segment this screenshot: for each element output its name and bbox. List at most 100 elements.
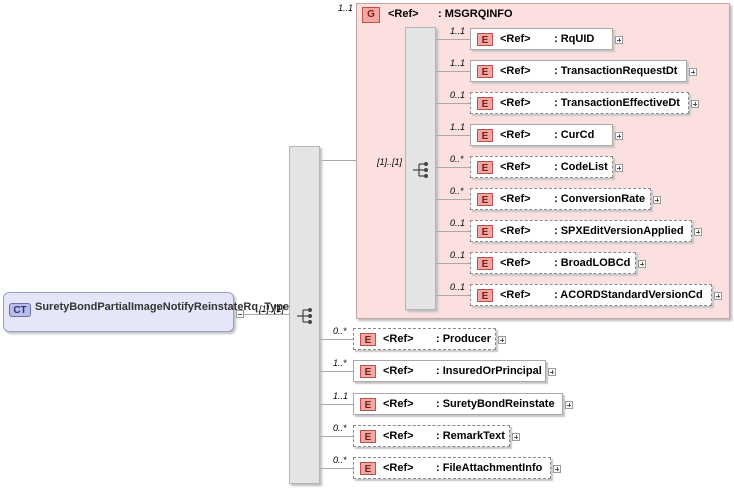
group-name: : MSGRQINFO (438, 8, 513, 20)
connector-line (436, 39, 470, 40)
element-ref-label: <Ref> (500, 129, 531, 141)
expand-icon[interactable] (691, 100, 699, 108)
expand-icon[interactable] (714, 292, 722, 300)
expand-icon[interactable] (548, 368, 556, 376)
element-box[interactable]: E <Ref> : ACORDStandardVersionCd (470, 284, 712, 306)
element-name: : CodeList (554, 161, 608, 173)
element-ref-label: <Ref> (383, 462, 414, 474)
connector-line (436, 295, 470, 296)
element-ref-label: <Ref> (500, 65, 531, 77)
expand-icon[interactable] (615, 132, 623, 140)
element-name: : TransactionEffectiveDt (554, 97, 680, 109)
element-badge: E (477, 289, 493, 302)
group-badge: G (362, 7, 380, 23)
connector-line (436, 167, 470, 168)
collapse-icon[interactable] (236, 310, 244, 318)
connector-line (436, 231, 470, 232)
expand-icon[interactable] (615, 36, 623, 44)
sequence-icon (413, 162, 428, 178)
expand-icon[interactable] (512, 433, 520, 441)
element-badge: E (360, 430, 376, 443)
element-box[interactable]: E<Ref>: BroadLOBCd (470, 252, 636, 274)
complex-type-badge: CT (9, 303, 31, 317)
element-box[interactable]: E<Ref>: RqUID (470, 28, 613, 50)
element-ref-label: <Ref> (383, 365, 414, 377)
element-ref-label: <Ref> (500, 289, 531, 301)
element-box[interactable]: E <Ref> : TransactionEffectiveDt (470, 92, 689, 114)
element-name: : ConversionRate (554, 193, 646, 205)
connector-line (436, 71, 470, 72)
element-ref-label: <Ref> (383, 398, 414, 410)
element-ref-label: <Ref> (500, 97, 531, 109)
element-name: : SPXEditVersionApplied (554, 225, 684, 237)
element-multiplicity: 0..* (450, 154, 464, 164)
element-badge: E (360, 462, 376, 475)
element-name: : RqUID (554, 33, 595, 45)
element-name: : ACORDStandardVersionCd (554, 289, 703, 301)
element-box[interactable]: E<Ref>: SPXEditVersionApplied (470, 220, 692, 242)
expand-icon[interactable] (694, 228, 702, 236)
element-multiplicity: 1..1 (450, 58, 466, 68)
expand-icon[interactable] (653, 196, 661, 204)
root-sequence-multiplicity: [1]..[1] (259, 304, 285, 314)
element-badge: E (360, 365, 376, 378)
element-multiplicity: 0..* (333, 423, 347, 433)
complex-type-name: SuretyBondPartialImageNotifyReinstateRq_… (35, 301, 290, 313)
element-ref-label: <Ref> (500, 161, 531, 173)
element-box[interactable]: E<Ref>: Producer (353, 328, 496, 350)
connector-line (436, 135, 470, 136)
expand-icon[interactable] (553, 465, 561, 473)
connector-line (320, 404, 353, 405)
element-box[interactable]: E<Ref>: TransactionRequestDt (470, 60, 687, 82)
element-box[interactable]: E<Ref>: ConversionRate (470, 188, 651, 210)
element-name: : Producer (436, 333, 492, 345)
element-box[interactable]: E <Ref> : FileAttachmentInfo (353, 457, 551, 479)
element-multiplicity: 1..1 (450, 122, 466, 132)
element-badge: E (477, 65, 493, 78)
element-multiplicity: 1..1 (450, 26, 466, 36)
element-ref-label: <Ref> (383, 333, 414, 345)
element-box[interactable]: E <Ref> : CodeList (470, 156, 613, 178)
expand-icon[interactable] (689, 68, 697, 76)
root-sequence-compositor[interactable] (289, 146, 320, 484)
expand-icon[interactable] (615, 164, 623, 172)
connector-line (436, 103, 470, 104)
element-box[interactable]: E <Ref> : SuretyBondReinstate (353, 393, 563, 415)
element-badge: E (477, 225, 493, 238)
element-badge: E (477, 97, 493, 110)
group-multiplicity: 1..1 (338, 3, 354, 13)
group-ref-label: <Ref> (388, 8, 419, 20)
element-multiplicity: 0..1 (450, 250, 466, 260)
element-badge: E (360, 398, 376, 411)
element-name: : SuretyBondReinstate (436, 398, 555, 410)
element-multiplicity: 0..* (333, 326, 347, 336)
connector-line (436, 263, 470, 264)
element-badge: E (477, 161, 493, 174)
element-multiplicity: 0..1 (450, 218, 466, 228)
connector-line (319, 160, 357, 161)
element-badge: E (477, 129, 493, 142)
element-name: : InsuredOrPrincipal (436, 365, 542, 377)
element-ref-label: <Ref> (500, 257, 531, 269)
element-badge: E (477, 257, 493, 270)
element-box[interactable]: E <Ref> : InsuredOrPrincipal (353, 360, 546, 382)
complex-type-box[interactable]: CT SuretyBondPartialImageNotifyReinstate… (3, 292, 290, 332)
element-box[interactable]: E <Ref> : RemarkText (353, 425, 510, 447)
expand-icon[interactable] (565, 401, 573, 409)
group-sequence-compositor[interactable] (405, 27, 436, 310)
connector-line (320, 371, 353, 372)
element-name: : FileAttachmentInfo (436, 462, 543, 474)
element-name: : RemarkText (436, 430, 505, 442)
element-box[interactable]: E<Ref>: CurCd (470, 124, 613, 146)
expand-icon[interactable] (498, 336, 506, 344)
element-multiplicity: 0..1 (450, 282, 466, 292)
connector-line (320, 436, 353, 437)
expand-icon[interactable] (638, 260, 646, 268)
element-multiplicity: 1..1 (333, 391, 349, 401)
element-ref-label: <Ref> (383, 430, 414, 442)
connector-line (238, 314, 289, 315)
element-multiplicity: 0..1 (450, 90, 466, 100)
connector-line (320, 339, 353, 340)
element-ref-label: <Ref> (500, 33, 531, 45)
sequence-icon (297, 308, 312, 324)
